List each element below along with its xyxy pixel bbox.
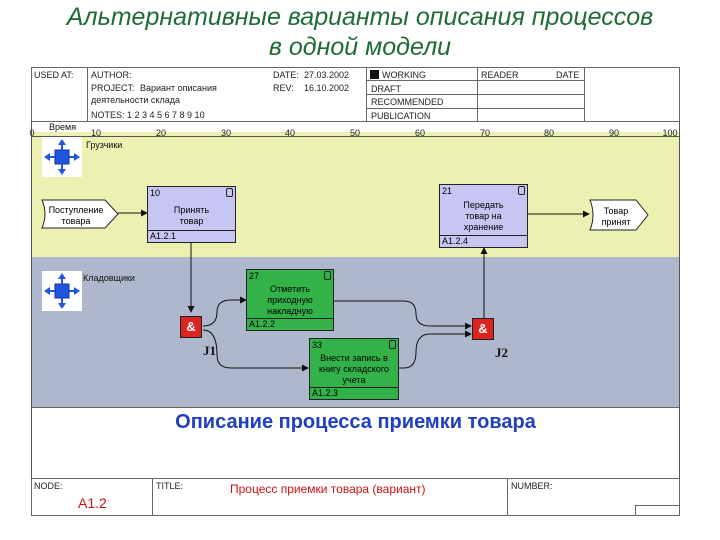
ruler-tick-label: 90 <box>608 128 620 138</box>
junction-label-j1: J1 <box>203 343 216 358</box>
project-value-line2: деятельности склада <box>91 95 180 105</box>
status-divider <box>366 80 585 81</box>
uow-label: Принять товар <box>148 205 235 227</box>
notes-label: NOTES: 1 2 3 4 5 6 7 8 9 10 <box>91 110 205 120</box>
uow-label: Отметить приходную накладную <box>247 284 333 317</box>
ruler-tick-label: 0 <box>29 128 35 138</box>
status-recommended: RECOMMENDED <box>371 97 444 107</box>
uow-label: Внести запись в книгу складского учета <box>310 353 398 386</box>
uow-label-line: приходную <box>267 295 313 305</box>
lane-storekeepers-name: Кладовщики <box>83 273 135 283</box>
status-draft: DRAFT <box>371 84 401 94</box>
lane-loaders <box>32 132 679 257</box>
ruler-tick-label: 50 <box>349 128 361 138</box>
ruler-tick-label: 60 <box>414 128 426 138</box>
input-external-line2: товара <box>61 216 91 226</box>
working-checkbox <box>370 70 379 79</box>
uow-label-line: товар на <box>465 211 502 221</box>
status-divider <box>366 94 585 95</box>
author-label: AUTHOR: <box>91 70 132 80</box>
uow-label-line: хранение <box>463 222 504 232</box>
ruler-tick-label: 10 <box>90 128 102 138</box>
uow-divider <box>148 230 235 231</box>
ruler-tick-label: 30 <box>220 128 232 138</box>
junction-label-j2: J2 <box>495 345 508 360</box>
uow-number: 33 <box>312 340 323 350</box>
ruler-tick-label: 70 <box>479 128 491 138</box>
uow-label-line: учета <box>342 375 366 385</box>
project-label: PROJECT: <box>91 83 135 93</box>
detail-marker-icon <box>389 340 396 349</box>
input-external-label: Поступление товара <box>43 205 109 227</box>
diagram-caption: Описание процесса приемки товара <box>175 411 536 433</box>
title-label: TITLE: <box>156 481 184 491</box>
input-external-line1: Поступление <box>48 205 104 215</box>
lane-loaders-icon <box>42 137 82 177</box>
uow-label-line: Внести запись в <box>320 353 388 363</box>
detail-marker-icon <box>226 188 233 197</box>
uow-number: 21 <box>442 186 453 196</box>
uow-code: A1.2.4 <box>442 236 469 246</box>
used-at-label: USED AT: <box>34 70 74 80</box>
reader-date-label: DATE <box>556 70 580 80</box>
uow-code: A1.2.1 <box>150 231 177 241</box>
uow-label-line: Передать <box>463 200 504 210</box>
page-subtitle: в одной модели <box>268 33 452 61</box>
ruler-tick-label: 100 <box>662 128 678 138</box>
uow-box-receive-goods[interactable]: 10 Принять товар A1.2.1 <box>147 186 236 243</box>
uow-divider <box>247 318 333 319</box>
number-label: NUMBER: <box>511 481 553 491</box>
date-value: 27.03.2002 <box>304 70 350 80</box>
output-external-line1: Товар <box>603 206 629 216</box>
detail-marker-icon <box>324 271 331 280</box>
uow-label-line: товар <box>179 216 204 226</box>
status-divider <box>366 108 585 109</box>
uow-label-line: накладную <box>267 306 313 316</box>
ruler-tick-label: 20 <box>155 128 167 138</box>
uow-label-line: книгу складского <box>319 364 389 374</box>
reader-label: READER <box>481 70 519 80</box>
ruler-tick-label: 80 <box>543 128 555 138</box>
ruler-tick-label: 40 <box>284 128 296 138</box>
uow-number: 27 <box>249 271 260 281</box>
uow-box-transfer-storage[interactable]: 21 Передать товар на хранение A1.2.4 <box>439 184 528 248</box>
project-value: Вариант описания <box>140 83 217 93</box>
time-ruler <box>32 136 679 137</box>
uow-number: 10 <box>150 188 161 198</box>
status-publication: PUBLICATION <box>371 111 431 121</box>
uow-divider <box>440 235 527 236</box>
uow-label: Передать товар на хранение <box>440 200 527 233</box>
uow-code: A1.2.2 <box>249 319 276 329</box>
uow-label-line: Отметить <box>270 284 310 294</box>
date-label: DATE: <box>273 70 299 80</box>
caption-divider <box>32 407 679 408</box>
lane-loaders-name: Грузчики <box>86 140 123 150</box>
node-value: A1.2 <box>78 495 107 511</box>
detail-marker-icon <box>518 186 525 195</box>
uow-label-line: Принять <box>173 205 210 215</box>
junction-and-j2[interactable]: & <box>472 318 494 340</box>
uow-code: A1.2.3 <box>312 388 339 398</box>
footer-number-cell <box>507 478 680 516</box>
output-external-line2: принят <box>601 217 631 227</box>
status-working: WORKING <box>382 70 426 80</box>
uow-box-mark-invoice[interactable]: 27 Отметить приходную накладную A1.2.2 <box>246 269 334 331</box>
input-external-shape <box>41 199 119 229</box>
page-title: Альтернативные варианты описания процесс… <box>66 3 654 31</box>
uow-divider <box>310 387 398 388</box>
page-number-box <box>635 505 680 516</box>
output-external-label: Товар принят <box>590 206 642 228</box>
title-value: Процесс приемки товара (вариант) <box>230 482 426 496</box>
node-label: NODE: <box>34 481 63 491</box>
junction-and-j1[interactable]: & <box>180 316 202 338</box>
lane-storekeepers-icon <box>42 271 82 311</box>
output-external-shape <box>589 199 649 231</box>
uow-box-register-book[interactable]: 33 Внести запись в книгу складского учет… <box>309 338 399 400</box>
ruler-time-label: Время <box>49 122 77 132</box>
rev-label: REV: <box>273 83 294 93</box>
rev-value: 16.10.2002 <box>304 83 350 93</box>
